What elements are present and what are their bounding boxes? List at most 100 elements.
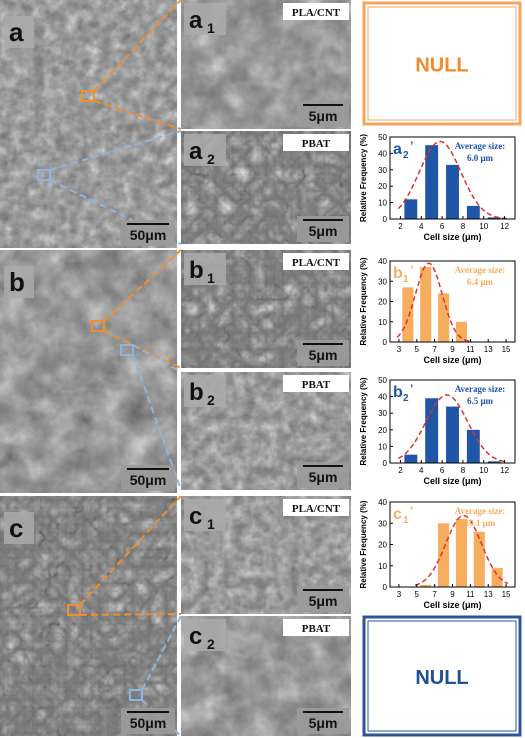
- histogram-bar: [425, 398, 439, 463]
- x-tick-label: 4: [419, 466, 424, 475]
- y-tick-label: 50: [378, 133, 387, 142]
- connector-line-blue: [141, 615, 182, 691]
- x-tick-label: 7: [432, 590, 437, 599]
- roi-box-orange: [81, 90, 95, 102]
- chart-panel-subscript: 1: [403, 515, 409, 526]
- material-tag: PLA/CNT: [283, 3, 349, 20]
- chart-panel-letter: b: [393, 384, 403, 401]
- scale-bar: 50μm: [121, 708, 175, 734]
- y-tick-label: 20: [378, 298, 387, 307]
- panel-subscript: 1: [207, 516, 215, 532]
- y-tick-label: 0: [383, 583, 388, 592]
- material-tag-bg: [283, 134, 349, 151]
- roi-box-blue: [37, 169, 51, 181]
- histogram-bar: [404, 454, 418, 463]
- fit-curve: [397, 140, 507, 220]
- histogram-bar: [455, 519, 467, 587]
- scale-bar: 5μm: [297, 340, 349, 366]
- panel-letter: a: [9, 17, 24, 47]
- x-tick-label: 13: [484, 590, 493, 599]
- y-axis-label: Relative Frequency (%): [359, 500, 368, 588]
- histogram-bar: [446, 406, 459, 463]
- x-tick-label: 3: [397, 590, 402, 599]
- y-tick-label: 10: [378, 562, 387, 571]
- panel-letter: c: [189, 503, 202, 530]
- y-tick-label: 40: [378, 498, 387, 507]
- y-tick-label: 20: [378, 182, 387, 191]
- roi-box-blue: [129, 689, 143, 701]
- scale-bar-label: 50μm: [130, 715, 167, 731]
- panel-label-bg: [184, 619, 226, 651]
- histogram-bar: [487, 217, 501, 219]
- x-axis-label: Cell size (μm): [423, 355, 481, 365]
- plot-frame: [389, 379, 516, 464]
- scale-bar-label: 5μm: [309, 108, 338, 124]
- panel-label-bg: [4, 512, 34, 544]
- material-tag-bg: [283, 3, 349, 20]
- material-tag-text: PBAT: [302, 623, 331, 635]
- null-panel: NULL: [362, 1, 522, 126]
- x-tick-label: 3: [397, 345, 402, 354]
- x-tick-label: 11: [466, 590, 475, 599]
- scale-bar: 5μm: [297, 462, 349, 488]
- material-tag-text: PLA/CNT: [292, 7, 341, 19]
- x-tick-label: 6: [440, 222, 445, 231]
- connector-line-blue: [132, 344, 182, 373]
- scale-bar-label: 5μm: [309, 715, 338, 731]
- average-size-annotation: 6.0 μm: [467, 153, 494, 163]
- material-tag: PBAT: [283, 134, 349, 151]
- histogram-bar: [491, 567, 503, 587]
- histogram-bar: [466, 205, 480, 219]
- material-tag-text: PBAT: [302, 379, 331, 391]
- chart-panel-letter: a: [393, 141, 402, 158]
- null-panel: NULL: [362, 615, 522, 737]
- average-size-annotation: Average size:: [455, 384, 506, 394]
- panel-subscript: 1: [207, 20, 215, 36]
- histogram-bar: [438, 293, 450, 342]
- roi-box-orange: [91, 320, 105, 332]
- y-tick-label: 0: [383, 459, 388, 468]
- connector-line-blue: [132, 354, 182, 491]
- connector-line-orange: [79, 613, 182, 616]
- y-tick-label: 40: [378, 393, 387, 402]
- x-tick-label: 10: [479, 222, 488, 231]
- material-tag: PLA/CNT: [283, 499, 349, 516]
- panel-label: a: [4, 16, 34, 48]
- scale-bar: 5μm: [297, 708, 349, 734]
- histogram-bar: [446, 164, 459, 219]
- panel-label: b: [4, 266, 34, 298]
- connector-line-orange: [93, 100, 182, 130]
- plot-frame: [389, 136, 516, 220]
- roi-box-orange: [67, 604, 81, 616]
- panel-label-bg: [4, 266, 34, 298]
- y-tick-label: 30: [378, 277, 387, 286]
- chart-panel-letter: b: [393, 265, 403, 282]
- null-panel-text: NULL: [415, 667, 468, 689]
- x-tick-label: 6: [440, 466, 445, 475]
- chart-panel-subscript: 2: [403, 393, 409, 404]
- null-panel-inner-frame: [367, 6, 517, 121]
- x-tick-label: 7: [432, 345, 437, 354]
- histogram-bar: [402, 287, 414, 342]
- null-panel-text: NULL: [415, 55, 468, 77]
- scale-bar-label: 50μm: [130, 472, 167, 488]
- average-size-annotation: 6.5 μm: [467, 396, 494, 406]
- x-tick-label: 10: [479, 466, 488, 475]
- x-tick-label: 9: [450, 590, 455, 599]
- y-tick-label: 10: [378, 318, 387, 327]
- x-tick-label: 12: [500, 222, 509, 231]
- y-tick-label: 0: [383, 215, 388, 224]
- scale-bar: 50μm: [121, 220, 175, 246]
- average-size-annotation: Average size:: [455, 141, 506, 151]
- material-tag-text: PBAT: [302, 138, 331, 150]
- panel-subscript: 2: [207, 151, 215, 167]
- x-axis-label: Cell size (μm): [423, 232, 481, 242]
- y-tick-label: 50: [378, 376, 387, 385]
- y-tick-label: 40: [378, 257, 387, 266]
- y-tick-label: 0: [383, 338, 388, 347]
